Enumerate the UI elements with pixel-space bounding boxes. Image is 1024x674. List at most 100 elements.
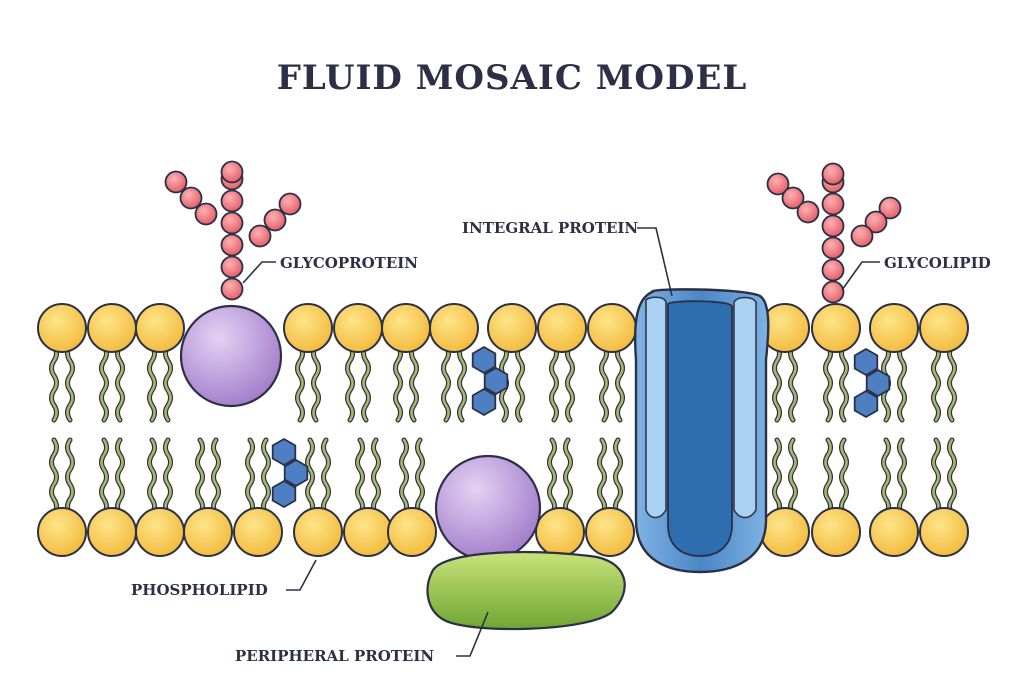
- lipid-tail: [824, 344, 832, 422]
- sugar-bead: [821, 192, 845, 216]
- lipid-tail: [882, 438, 890, 516]
- sugar-bead: [220, 255, 244, 279]
- lipid-tail: [262, 438, 270, 516]
- lipid-tail: [66, 344, 74, 422]
- lipid-tail: [840, 438, 848, 516]
- phospholipid-head: [869, 507, 919, 557]
- lipid-tail: [394, 344, 402, 422]
- lipid-tail: [50, 344, 58, 422]
- sugar-bead: [220, 277, 244, 301]
- lipid-tail: [416, 438, 424, 516]
- lipid-tail: [773, 344, 781, 422]
- sugar-bead: [248, 224, 272, 248]
- lipid-tail: [840, 344, 848, 422]
- phospholipid-head: [387, 507, 437, 557]
- lipid-tails: [49, 343, 957, 517]
- carbohydrate-chains: [164, 160, 902, 304]
- lipid-tail: [400, 438, 408, 516]
- phospholipid-head: [535, 507, 585, 557]
- phospholipid-head: [919, 507, 969, 557]
- peripheral-protein: [426, 454, 626, 631]
- sugar-bead: [821, 236, 845, 260]
- lipid-tail: [948, 344, 956, 422]
- cholesterol-ring: [483, 366, 509, 396]
- lipid-tail: [789, 344, 797, 422]
- phospholipid-head: [811, 507, 861, 557]
- phospholipid-head: [869, 303, 919, 353]
- sugar-bead: [220, 160, 244, 184]
- lipid-tail: [410, 344, 418, 422]
- sugar-bead: [179, 186, 203, 210]
- sugar-bead: [821, 258, 845, 282]
- lipid-tail: [598, 438, 606, 516]
- sugar-bead: [781, 186, 805, 210]
- lipid-tail: [372, 438, 380, 516]
- cholesterol-ring: [865, 368, 891, 398]
- lipid-tail: [356, 438, 364, 516]
- lipid-tail: [516, 344, 524, 422]
- phospholipid-head: [537, 303, 587, 353]
- phospholipid-head: [283, 303, 333, 353]
- lipid-tail: [898, 438, 906, 516]
- sugar-bead: [821, 162, 845, 186]
- lipid-tail: [442, 344, 450, 422]
- phospholipid-head: [587, 303, 637, 353]
- lipid-tail: [306, 438, 314, 516]
- lipid-tail: [550, 344, 558, 422]
- lipid-tail: [196, 438, 204, 516]
- lipid-tail: [932, 344, 940, 422]
- phospholipid-heads: [37, 303, 969, 557]
- lipid-tail: [566, 344, 574, 422]
- sugar-bead: [220, 189, 244, 213]
- lipid-tail: [458, 344, 466, 422]
- lipid-tail: [548, 438, 556, 516]
- lipid-tail: [898, 344, 906, 422]
- phospholipid-head: [183, 507, 233, 557]
- label-glycoprotein: GLYCOPROTEIN: [280, 254, 418, 272]
- phospholipid-head: [333, 303, 383, 353]
- phospholipid-head: [37, 507, 87, 557]
- sugar-bead: [194, 202, 218, 226]
- lipid-tail: [616, 344, 624, 422]
- sugar-bead: [821, 280, 845, 304]
- lipid-tail: [600, 344, 608, 422]
- lipid-tail: [564, 438, 572, 516]
- lipid-tail: [824, 438, 832, 516]
- sugar-bead: [220, 211, 244, 235]
- phospholipid-head: [233, 507, 283, 557]
- lipid-tail: [789, 438, 797, 516]
- lipid-tail: [322, 438, 330, 516]
- lipid-tail: [212, 438, 220, 516]
- phospholipid-head: [135, 507, 185, 557]
- lipid-tail: [773, 438, 781, 516]
- sugar-bead: [263, 208, 287, 232]
- lipid-tail: [66, 438, 74, 516]
- lipid-tail: [312, 344, 320, 422]
- lipid-tail: [50, 438, 58, 516]
- phospholipid-head: [760, 507, 810, 557]
- phospholipid-head: [87, 303, 137, 353]
- label-peripheral-protein: PERIPHERAL PROTEIN: [235, 647, 434, 665]
- cholesterol-ring: [853, 347, 879, 377]
- phospholipid-head: [135, 303, 185, 353]
- lipid-tail: [164, 438, 172, 516]
- sugar-bead: [766, 172, 790, 196]
- label-leaders: [242, 227, 880, 657]
- lipid-tail: [362, 344, 370, 422]
- lipid-tail: [614, 438, 622, 516]
- sugar-bead: [164, 170, 188, 194]
- phospholipid-head: [811, 303, 861, 353]
- sugar-bead: [864, 210, 888, 234]
- lipid-tail: [246, 438, 254, 516]
- integral-protein: [633, 288, 770, 574]
- lipid-tail: [148, 438, 156, 516]
- cholesterol: [271, 345, 891, 509]
- phospholipid-head: [37, 303, 87, 353]
- label-integral-protein: INTEGRAL PROTEIN: [462, 219, 638, 237]
- sugar-bead: [796, 200, 820, 224]
- sugar-bead: [821, 214, 845, 238]
- cholesterol-ring: [271, 479, 297, 509]
- phospholipid-head: [87, 507, 137, 557]
- lipid-tail: [346, 344, 354, 422]
